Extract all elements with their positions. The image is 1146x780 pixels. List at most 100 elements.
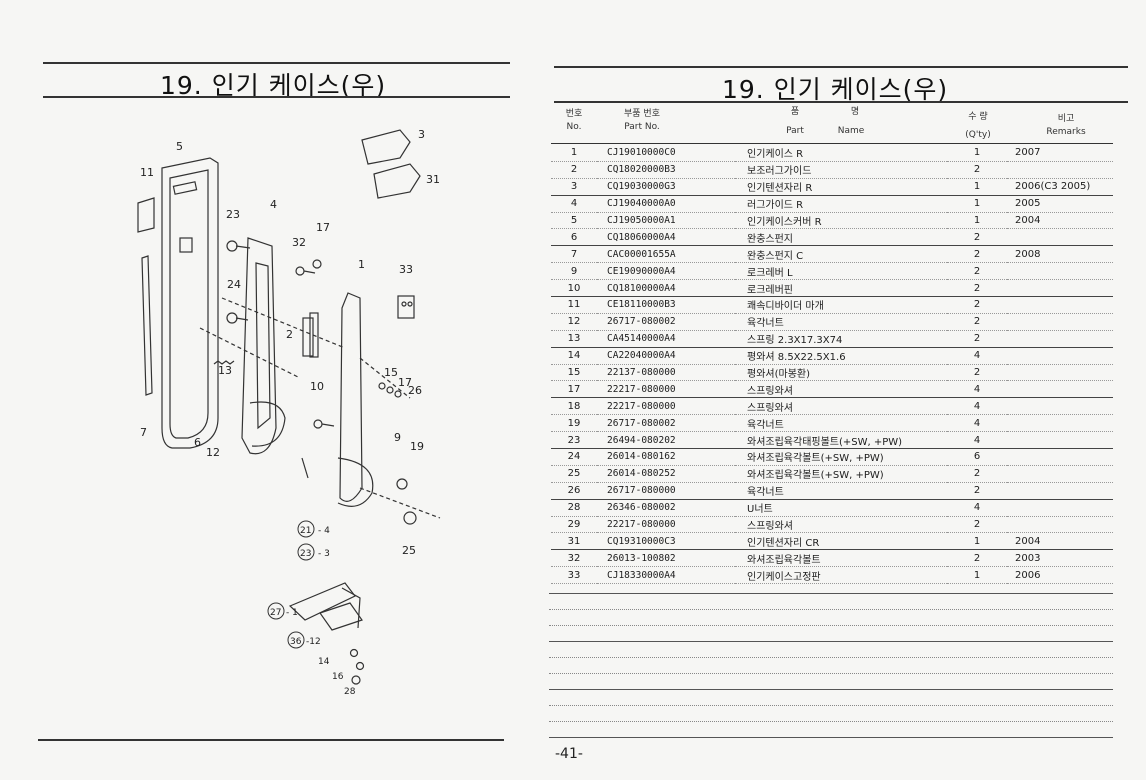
row-qty: 2 (947, 279, 1007, 298)
svg-text:28: 28 (344, 687, 356, 697)
svg-text:12: 12 (206, 446, 220, 459)
svg-text:3: 3 (418, 128, 425, 141)
row-qty: 1 (947, 195, 1007, 213)
blank-rule (549, 641, 1113, 642)
row-part-no: CA22040000A4 (597, 347, 735, 365)
row-part-name: 완충스펀지 (735, 228, 947, 247)
row-remarks: 2004 (1007, 532, 1113, 551)
row-part-name: U너트 (735, 499, 947, 517)
row-no: 28 (551, 499, 597, 517)
row-qty: 1 (947, 566, 1007, 585)
svg-text:4: 4 (270, 198, 277, 211)
header-name-en-1: Part (786, 126, 804, 136)
row-qty: 1 (947, 145, 1007, 162)
row-no: 10 (551, 279, 597, 298)
row-part-name: 보조러그가이드 (735, 161, 947, 179)
row-qty: 2 (947, 262, 1007, 281)
svg-text:25: 25 (402, 544, 416, 557)
row-remarks (1007, 414, 1113, 433)
row-qty: 4 (947, 397, 1007, 416)
row-part-no: 26014-080162 (597, 448, 735, 466)
row-part-name: 인기케이스 R (735, 145, 947, 162)
svg-text:23: 23 (226, 208, 240, 221)
row-no: 24 (551, 448, 597, 466)
row-part-no: 26494-080202 (597, 431, 735, 450)
svg-text:- 1: - 1 (286, 608, 298, 618)
blank-rule (549, 673, 1113, 674)
row-qty: 2 (947, 465, 1007, 483)
row-remarks (1007, 516, 1113, 534)
blank-rule (549, 609, 1113, 610)
svg-text:24: 24 (227, 278, 241, 291)
row-part-name: 육각너트 (735, 414, 947, 433)
row-remarks (1007, 262, 1113, 281)
row-part-no: 26717-080002 (597, 313, 735, 331)
svg-text:21: 21 (300, 526, 311, 536)
row-no: 25 (551, 465, 597, 483)
row-qty: 2 (947, 161, 1007, 179)
row-remarks: 2006(C3 2005) (1007, 178, 1113, 196)
row-no: 6 (551, 228, 597, 247)
row-part-name: 인기케이스고정판 (735, 566, 947, 585)
row-part-no: 26013-100802 (597, 549, 735, 568)
row-qty: 2 (947, 482, 1007, 500)
row-part-no: CE19090000A4 (597, 262, 735, 281)
row-qty: 4 (947, 414, 1007, 433)
row-part-name: 와셔조립육각볼트(+SW, +PW) (735, 448, 947, 466)
row-remarks (1007, 482, 1113, 500)
row-no: 26 (551, 482, 597, 500)
row-part-name: 스프링와셔 (735, 380, 947, 399)
row-part-no: CJ19040000A0 (597, 195, 735, 213)
row-remarks (1007, 279, 1113, 298)
row-qty: 2 (947, 313, 1007, 331)
blank-rule (549, 737, 1113, 738)
row-part-no: CQ18100000A4 (597, 279, 735, 298)
row-no: 32 (551, 549, 597, 568)
row-qty: 2 (947, 549, 1007, 568)
svg-text:17: 17 (398, 376, 412, 389)
row-remarks (1007, 347, 1113, 365)
row-part-name: 육각너트 (735, 313, 947, 331)
blank-rule (549, 625, 1113, 626)
right-title-rule-bottom (554, 101, 1128, 103)
blank-rule (549, 721, 1113, 722)
row-part-no: CA45140000A4 (597, 330, 735, 348)
row-part-name: 로크레버 L (735, 262, 947, 281)
row-no: 2 (551, 161, 597, 179)
row-part-no: 22217-080000 (597, 516, 735, 534)
svg-text:32: 32 (292, 236, 306, 249)
svg-text:13: 13 (218, 364, 232, 377)
row-remarks (1007, 380, 1113, 399)
row-part-no: 26014-080252 (597, 465, 735, 483)
svg-text:23: 23 (300, 549, 311, 559)
right-page-title: 19. 인기 케이스(우) (722, 75, 949, 104)
svg-text:6: 6 (194, 436, 201, 449)
row-part-name: 스프링와셔 (735, 516, 947, 534)
row-no: 33 (551, 566, 597, 585)
row-qty: 2 (947, 296, 1007, 314)
row-remarks (1007, 431, 1113, 450)
header-part-no: 부품 번호 Part No. (624, 109, 660, 132)
row-part-name: 스프링와셔 (735, 397, 947, 416)
blank-rule (549, 657, 1113, 658)
title-rule-top (43, 62, 510, 64)
row-remarks: 2006 (1007, 566, 1113, 585)
row-remarks (1007, 499, 1113, 517)
row-remarks: 2008 (1007, 245, 1113, 264)
row-no: 11 (551, 296, 597, 314)
row-part-no: 26346-080002 (597, 499, 735, 517)
